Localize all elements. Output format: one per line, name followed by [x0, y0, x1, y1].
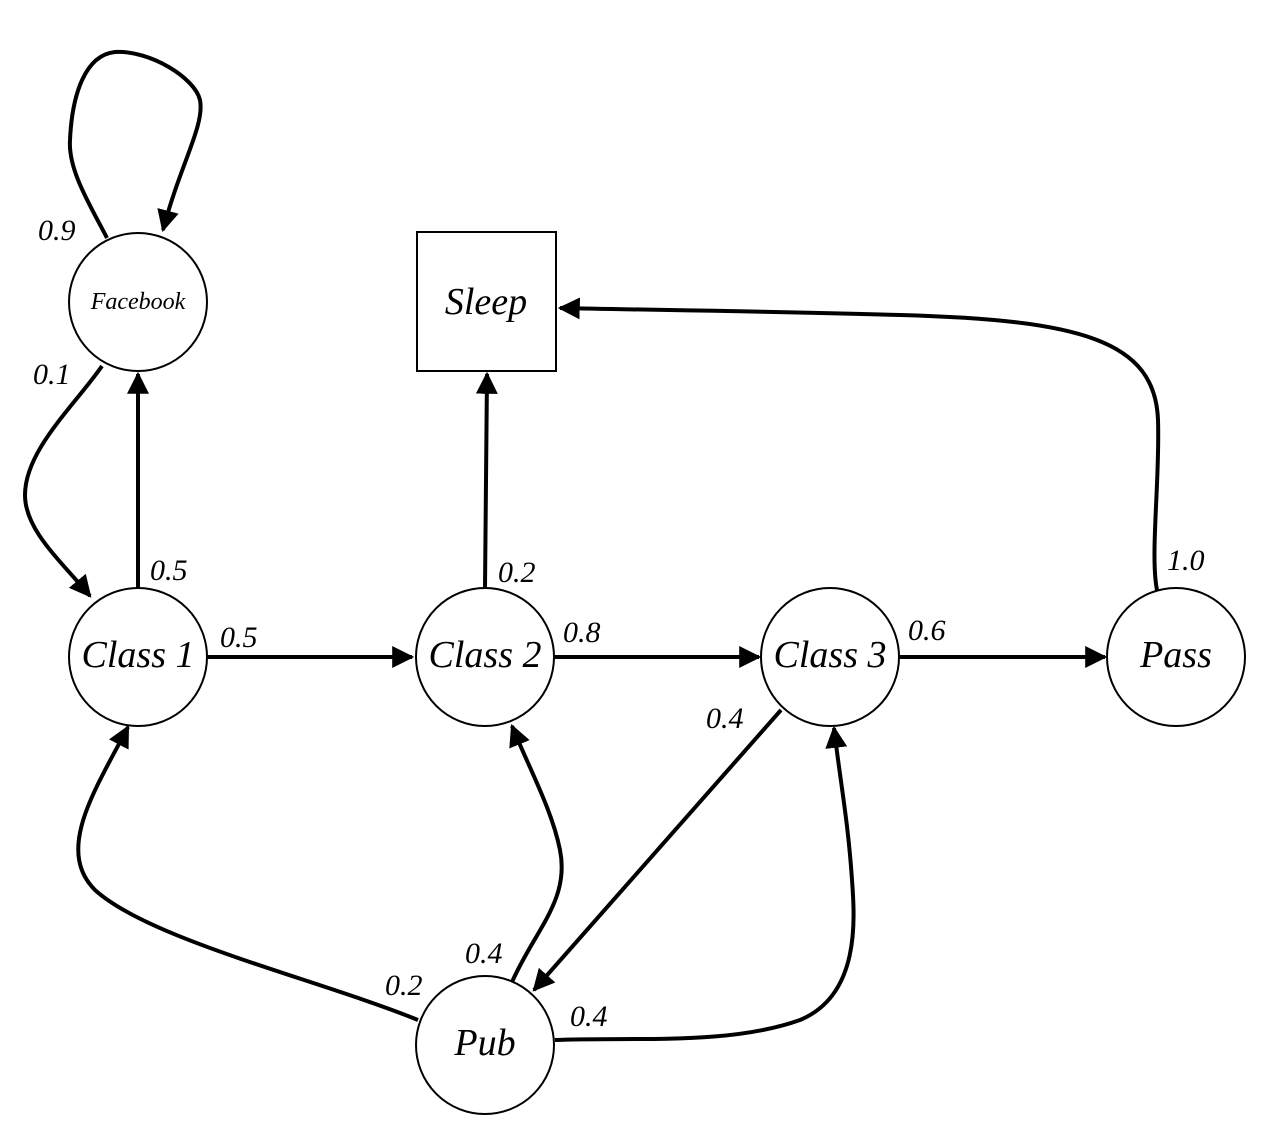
edge-label-class1-class2: 0.5 [220, 621, 258, 654]
edge-label-class2-class3: 0.8 [563, 616, 601, 649]
edge-label-pass-sleep: 1.0 [1167, 544, 1205, 577]
node-label-class1: Class 1 [82, 634, 195, 676]
node-class2: Class 2 [415, 587, 555, 727]
node-class3: Class 3 [760, 587, 900, 727]
node-label-class2: Class 2 [429, 634, 542, 676]
edge-label-facebook-class1: 0.1 [33, 358, 71, 391]
edge-pass-to-sleep [557, 297, 1161, 591]
edge-facebook-to-facebook [67, 49, 203, 239]
edge-label-class3-pub: 0.4 [706, 702, 744, 735]
edge-label-class3-pass: 0.6 [908, 614, 946, 647]
node-label-pass: Pass [1139, 634, 1212, 676]
node-class1: Class 1 [68, 587, 208, 727]
node-pub: Pub [415, 975, 555, 1115]
node-label-class3: Class 3 [774, 634, 887, 676]
edge-label-pub-class2: 0.4 [465, 937, 503, 970]
edge-pub-to-class1 [76, 725, 419, 1022]
node-pass: Pass [1106, 587, 1246, 727]
edge-pub-to-class3 [554, 725, 856, 1042]
edge-class3-to-pub [532, 708, 783, 992]
edge-label-facebook-facebook: 0.9 [38, 214, 76, 247]
node-facebook: Facebook [68, 232, 208, 372]
node-label-facebook: Facebook [90, 289, 186, 315]
node-label-sleep: Sleep [445, 281, 527, 323]
edge-label-pub-class1: 0.2 [385, 969, 423, 1002]
edge-pub-to-class2 [509, 723, 564, 983]
edge-label-class2-sleep: 0.2 [498, 556, 536, 589]
node-label-pub: Pub [453, 1022, 515, 1064]
edge-label-pub-class3: 0.4 [570, 1000, 608, 1033]
node-sleep: Sleep [416, 231, 557, 372]
edge-class2-to-sleep [475, 371, 498, 589]
edge-facebook-to-class1 [22, 364, 104, 598]
edge-label-class1-facebook: 0.5 [150, 554, 188, 587]
